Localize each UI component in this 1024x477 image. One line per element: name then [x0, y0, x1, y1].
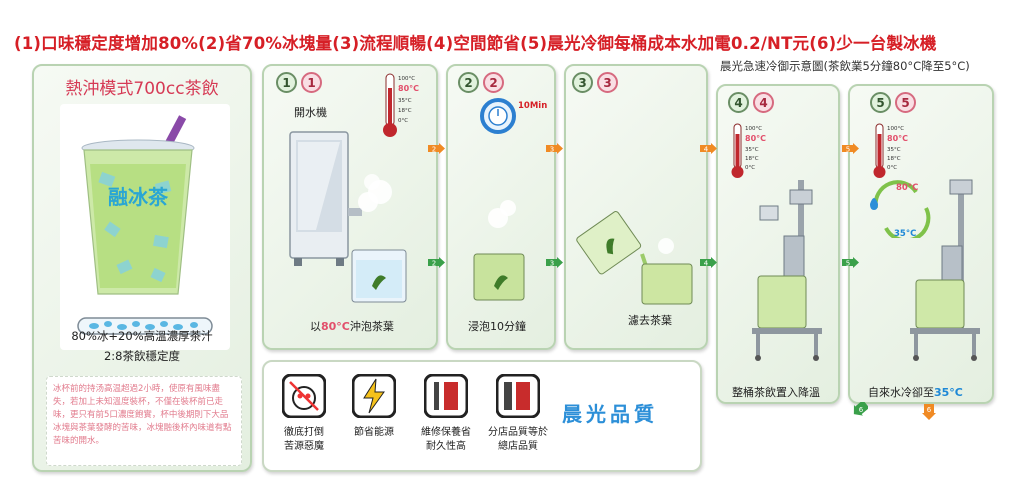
step-1-badges: 1 1: [276, 72, 322, 93]
iced-tea-cup-illustration: 融冰茶: [60, 104, 230, 350]
power-off-icon: [352, 374, 396, 418]
step-1-badge-green: 1: [276, 72, 297, 93]
step-1-caption: 以80°C沖泡茶葉: [310, 320, 394, 333]
svg-text:100°C: 100°C: [887, 126, 904, 132]
step-2-badge-red: 2: [483, 72, 504, 93]
step-5-badge-green: 5: [870, 92, 891, 113]
svg-text:4: 4: [704, 260, 709, 268]
chiller-machine-icon: [752, 180, 822, 361]
note-box: 冰杯前的持汤高温超過2小時，使原有風味盡失，若加上未知溫度裝杯，不僅在裝杯前已走…: [46, 376, 242, 466]
flow-arrow-green: 3: [546, 257, 563, 268]
flow-arrow-green: 2: [428, 257, 445, 268]
step-5-caption: 自來水冷卻至35°C: [868, 386, 963, 399]
thermometer-icon: 100°C 80°C 35°C 18°C 0°C: [731, 123, 766, 178]
svg-text:18°C: 18°C: [887, 156, 901, 162]
svg-text:5: 5: [846, 260, 850, 268]
step-1-title: 開水機: [294, 106, 327, 119]
svg-text:18°C: 18°C: [398, 108, 412, 114]
flow-arrow-green-down: 6: [853, 402, 868, 416]
flow-arrow-orange-down: 6: [922, 404, 936, 420]
chiller-machine-icon: [910, 179, 980, 361]
ratio-line: 80%冰+20%高溫濃厚茶汁: [71, 329, 213, 343]
svg-text:80°C: 80°C: [887, 134, 908, 143]
water-boiler-icon: [289, 131, 407, 303]
headline: (1)口味穩定度增加80%(2)省70%冰塊量(3)流程順暢(4)空間節省(5)…: [14, 34, 937, 53]
svg-text:100°C: 100°C: [398, 76, 415, 82]
hot-brew-panel: 熱沖模式700cc茶飲 融冰茶: [32, 64, 252, 472]
step-3-panel: 3 3 濾去茶葉: [564, 64, 708, 350]
step-3-caption: 濾去茶葉: [628, 314, 672, 327]
svg-text:0°C: 0°C: [398, 118, 408, 124]
svg-text:35°C: 35°C: [894, 229, 916, 238]
svg-text:80°C: 80°C: [745, 134, 766, 143]
step-5-panel: 5 5 100°C 80°C 35°C 18°C 0°C 80°C 35°C 自…: [848, 84, 994, 404]
quality-label-2: 節省能源: [354, 427, 394, 438]
step-4-panel: 4 4 100°C 80°C 35°C 18°C 0°C 整桶茶飲置入降溫: [716, 84, 840, 404]
step-2-caption: 浸泡10分鐘: [468, 320, 526, 333]
svg-text:80°C: 80°C: [398, 84, 419, 93]
step-5-badges: 5 5: [870, 92, 916, 113]
svg-text:5: 5: [846, 146, 850, 154]
step-2-panel: 2 2 10Min 浸泡10分鐘: [446, 64, 556, 350]
svg-text:10Min: 10Min: [518, 101, 547, 111]
svg-text:2: 2: [432, 146, 436, 154]
flow-arrow-orange: 2: [428, 143, 445, 154]
svg-text:35°C: 35°C: [887, 147, 901, 153]
note-text: 冰杯前的持汤高温超過2小時，使原有風味盡失，若加上未知溫度裝杯，不僅在裝杯前已走…: [53, 384, 232, 446]
svg-text:80°C: 80°C: [896, 183, 918, 193]
step-3-badge-red: 3: [597, 72, 618, 93]
quality-label-3: 維修保養省耐久性高: [421, 427, 471, 452]
svg-text:0°C: 0°C: [887, 165, 897, 171]
timer-icon: 10Min: [480, 98, 547, 134]
iced-cup-icon: 融冰茶: [81, 115, 195, 295]
svg-text:35°C: 35°C: [398, 98, 412, 104]
svg-text:6: 6: [859, 406, 864, 414]
step-1-panel: 1 1 開水機 100°C 80°C 35°C 18°C 0°C 以80°C沖泡…: [262, 64, 438, 350]
pest-control-icon: [282, 374, 326, 418]
speed-note: 晨光急速冷御示意圖(茶飲業5分鐘80°C降至5°C): [720, 59, 970, 73]
ice-tube-icon: [77, 317, 213, 335]
step-2-badge-green: 2: [458, 72, 479, 93]
svg-text:0°C: 0°C: [745, 165, 755, 171]
step-2-badges: 2 2: [458, 72, 504, 93]
svg-text:6: 6: [927, 406, 932, 414]
quality-panel: 徹底打倒苦源惡魔 節省能源 維修保養省耐久性高 分店品質等於總店品質: [262, 360, 702, 472]
svg-text:3: 3: [550, 146, 554, 154]
steeping-pot-icon: [473, 200, 525, 301]
svg-text:4: 4: [704, 146, 709, 154]
flow-arrow-orange: 5: [842, 143, 859, 154]
step-3-badge-green: 3: [572, 72, 593, 93]
svg-text:3: 3: [550, 260, 554, 268]
step-5-badge-red: 5: [895, 92, 916, 113]
thermometer-icon: 100°C 80°C 35°C 18°C 0°C: [873, 123, 908, 178]
step-4-badge-green: 4: [728, 92, 749, 113]
mirror-icon: [496, 374, 540, 418]
quality-label-4: 分店品質等於總店品質: [488, 427, 548, 452]
svg-text:18°C: 18°C: [745, 156, 759, 162]
quality-label-1: 徹底打倒苦源惡魔: [284, 427, 324, 452]
thermometer-icon: 100°C 80°C 35°C 18°C 0°C: [383, 73, 419, 137]
step-1-badge-red: 1: [301, 72, 322, 93]
step-4-badge-red: 4: [753, 92, 774, 113]
svg-text:35°C: 35°C: [745, 147, 759, 153]
flow-arrow-orange: 3: [546, 143, 563, 154]
flow-arrow-orange: 4: [700, 143, 717, 154]
cup-text: 融冰茶: [108, 185, 169, 209]
ratio-sub: 2:8茶飲穩定度: [103, 349, 180, 363]
flow-arrow-green: 4: [700, 257, 717, 268]
maintain-icon: [424, 374, 468, 418]
filter-pour-icon: [576, 211, 693, 305]
step-4-badges: 4 4: [728, 92, 774, 113]
flow-arrow-green: 5: [842, 257, 859, 268]
step-3-badges: 3 3: [572, 72, 618, 93]
hot-brew-title: 熱沖模式700cc茶飲: [65, 79, 219, 99]
brand-title: 晨光品質: [562, 402, 658, 426]
svg-text:100°C: 100°C: [745, 126, 762, 132]
step-4-caption: 整桶茶飲置入降溫: [732, 386, 820, 399]
svg-text:2: 2: [432, 260, 436, 268]
